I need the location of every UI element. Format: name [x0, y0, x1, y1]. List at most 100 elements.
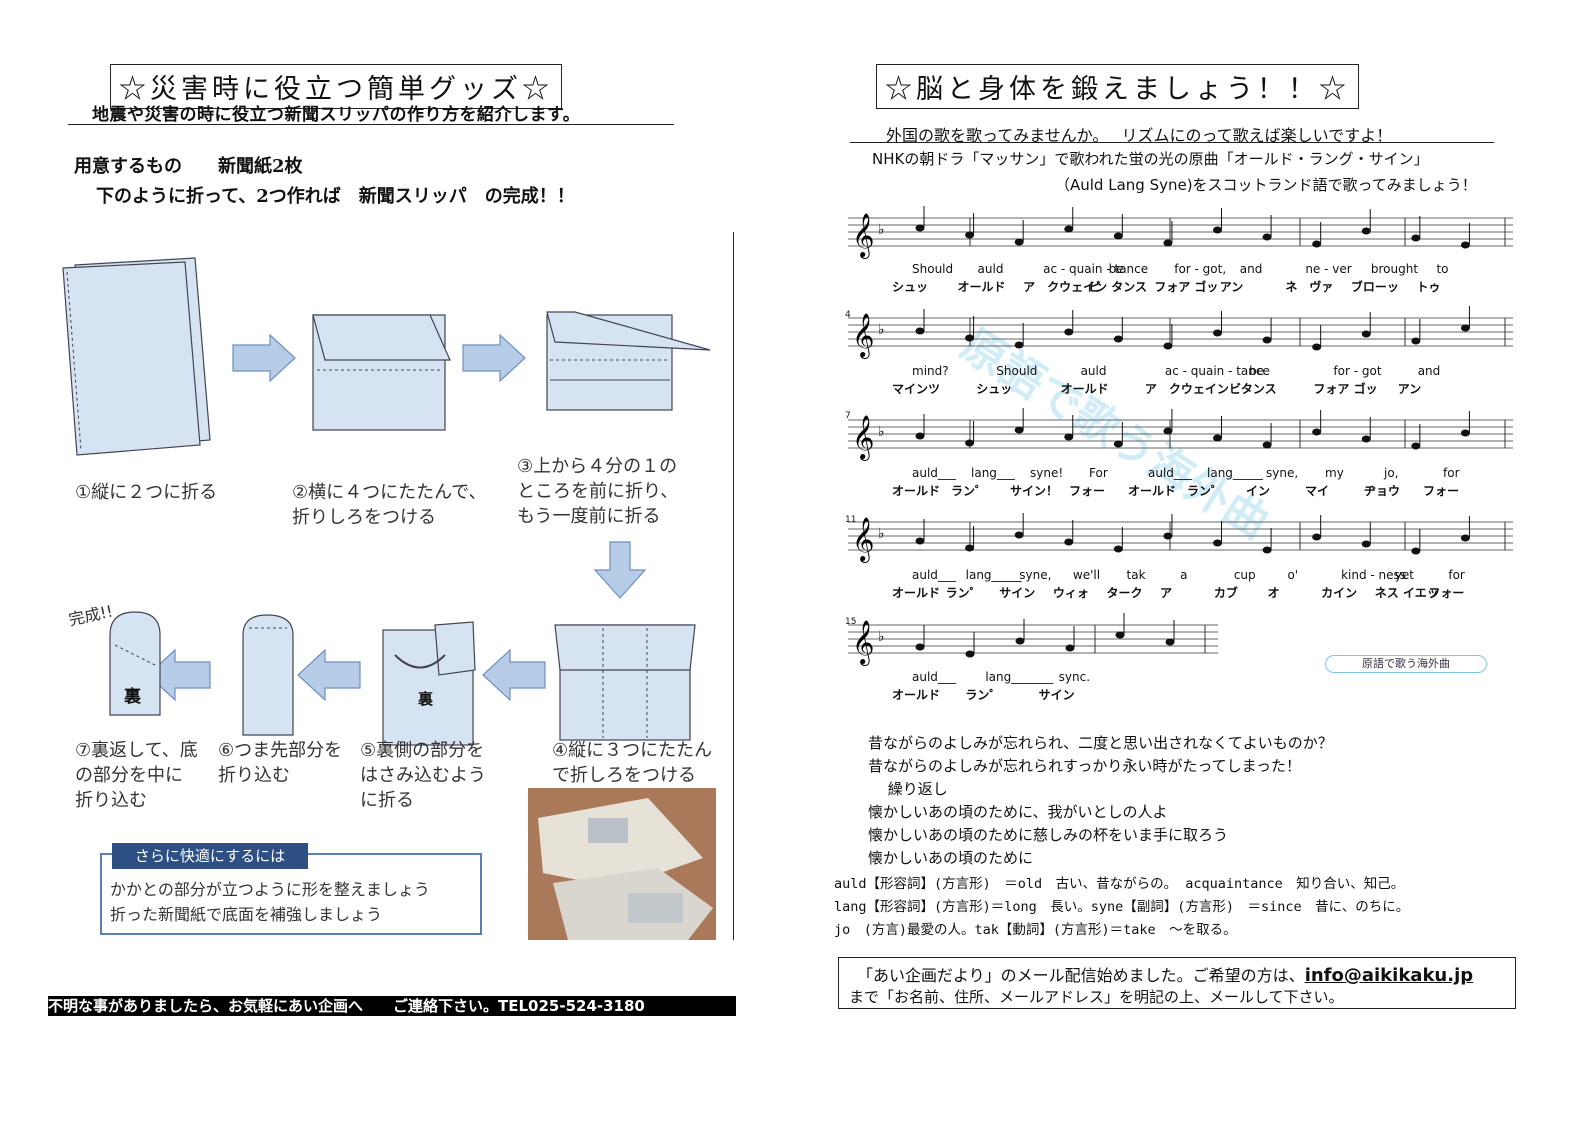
- step5-figure: [382, 621, 476, 746]
- note-head: [1064, 225, 1074, 233]
- lyric-katakana: ウィォ: [1052, 586, 1089, 600]
- lyric-english: for - got: [1333, 364, 1382, 378]
- lyric-katakana: ラン゜: [945, 586, 982, 600]
- step7-figure: [109, 611, 161, 716]
- lyric-katakana: オールド: [957, 280, 1006, 294]
- note-head: [1213, 434, 1222, 442]
- lyric-english: jo,: [1384, 466, 1399, 480]
- note-head: [965, 231, 975, 239]
- note-head: [1361, 435, 1371, 443]
- note-head: [1064, 538, 1074, 546]
- lyric-katakana: ヂョウ: [1364, 484, 1401, 498]
- treble-clef-icon: 𝄞: [852, 213, 874, 259]
- right-title: ☆脳と身体を鍛えましょう！！☆: [876, 64, 1359, 109]
- lyric-english: syne,: [1266, 466, 1299, 480]
- lyric-katakana: ア クウェイン タンス: [1144, 382, 1277, 396]
- lyric-katakana: オ: [1267, 586, 1280, 600]
- lyric-katakana: ラン゜: [1187, 484, 1224, 498]
- lyric-katakana: ラン゜: [965, 688, 1002, 702]
- note-head: [965, 439, 975, 447]
- arrow-left-icon: [147, 648, 211, 702]
- note-head: [915, 432, 925, 440]
- note-head: [1460, 324, 1470, 332]
- flat-icon: ♭: [878, 222, 885, 238]
- note-head: [1065, 644, 1075, 652]
- note-head: [1014, 238, 1024, 246]
- note-head: [1411, 547, 1421, 555]
- lyric-english: ac - quain - tance: [1164, 364, 1270, 378]
- note-head: [915, 224, 925, 232]
- lyric-english: o': [1287, 568, 1299, 582]
- lyric-english: auld___: [1148, 466, 1192, 480]
- note-head: [1213, 226, 1222, 234]
- translation-line: 繰り返し: [868, 780, 948, 798]
- lyric-english: for: [1448, 568, 1465, 582]
- note-head: [1113, 335, 1123, 343]
- lyric-katakana: ネス イエッ: [1374, 586, 1439, 600]
- step2-figure: [312, 314, 451, 431]
- lyric-katakana: オールド: [892, 484, 941, 498]
- note-head: [1014, 426, 1024, 434]
- lyric-english: to: [1436, 262, 1449, 276]
- lyric-katakana: ブローッ: [1350, 280, 1399, 294]
- lyric-katakana: ア: [1160, 586, 1173, 600]
- materials-label: 用意するもの 新聞紙2枚: [74, 156, 303, 177]
- treble-clef-icon: 𝄞: [852, 313, 874, 359]
- lyric-katakana: ア クウェイン タンス: [1023, 280, 1148, 294]
- page-divider: [733, 232, 734, 940]
- tips-line-2: 折った新聞紙で底面を補強しましょう: [110, 905, 383, 924]
- note-head: [965, 544, 975, 552]
- translation-line: 懐かしいあの頃のために慈しみの杯をいま手に取ろう: [868, 826, 1229, 844]
- step1-caption: ①縦に２つに折る: [75, 482, 218, 503]
- note-head: [1014, 531, 1024, 539]
- lyric-english: syne,: [1019, 568, 1052, 582]
- lyric-katakana: ターク: [1106, 586, 1143, 600]
- translation-line: 昔ながらのよしみが忘れられすっかり永い時がたってしまった！: [868, 757, 1302, 775]
- translation-line: 懐かしいあの頃のために、我がいとしの人よ: [868, 803, 1168, 821]
- treble-clef-icon: 𝄞: [852, 415, 874, 461]
- measure-number: 7: [845, 411, 851, 421]
- treble-clef-icon: 𝄞: [852, 517, 874, 563]
- lyric-english: sync.: [1058, 670, 1091, 684]
- lyric-english: we'll: [1072, 568, 1101, 582]
- note-head: [1213, 539, 1222, 547]
- email-link[interactable]: info@aikikaku.jp: [1304, 965, 1474, 986]
- lyric-english: lang_______: [985, 670, 1054, 684]
- note-head: [1163, 239, 1173, 247]
- lyric-english: ac - quain - tance: [1043, 262, 1149, 276]
- lyric-english: yet: [1394, 568, 1414, 582]
- lyric-english: a: [1180, 568, 1188, 582]
- flat-icon: ♭: [878, 629, 885, 645]
- slipper-photo: [528, 788, 716, 940]
- lyric-english: be: [1108, 262, 1124, 276]
- lyric-katakana: カブ: [1213, 586, 1238, 600]
- lyric-english: kind - ness: [1341, 568, 1407, 582]
- left-subtitle-underline: [68, 124, 674, 125]
- note-head: [1262, 546, 1272, 554]
- lyric-katakana: オールド: [892, 688, 941, 702]
- flat-icon: ♭: [878, 322, 885, 338]
- step6-figure: [242, 614, 294, 736]
- note-head: [1163, 427, 1173, 435]
- lyric-katakana: カイン: [1321, 586, 1358, 600]
- step1-figure: [62, 257, 211, 456]
- note-head: [1361, 330, 1371, 338]
- original-language-badge: 原語で歌う海外曲: [1325, 655, 1487, 673]
- lyric-english: lang_____: [965, 568, 1022, 582]
- note-head: [1312, 428, 1322, 436]
- lyric-english: Should: [912, 262, 954, 276]
- note-head: [1163, 342, 1173, 350]
- measure-number: 4: [845, 310, 851, 320]
- lyric-english: and: [1417, 364, 1441, 378]
- lyric-english: auld___: [912, 670, 956, 684]
- lyric-english: lang_____: [1207, 466, 1263, 480]
- lyric-katakana: サイン！: [1010, 484, 1059, 498]
- step5-caption: ⑤裏側の部分を はさみ込むよう に折る: [360, 740, 486, 811]
- note-head: [1460, 534, 1470, 542]
- note-head: [1113, 232, 1123, 240]
- note-head: [1064, 433, 1074, 441]
- note-head: [1460, 429, 1470, 437]
- treble-clef-icon: 𝄞: [852, 620, 874, 666]
- lyric-english: auld___: [912, 466, 956, 480]
- note-head: [1014, 341, 1024, 349]
